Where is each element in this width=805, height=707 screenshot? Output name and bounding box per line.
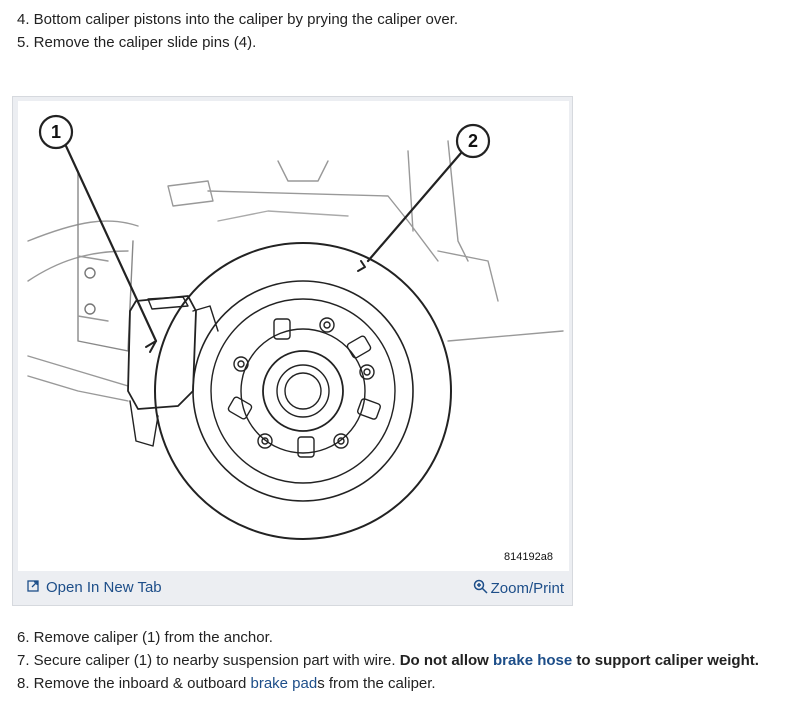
open-in-new-tab-link[interactable]: Open In New Tab (27, 579, 162, 596)
step-7-text: 7. Secure caliper (1) to nearby suspensi… (17, 651, 759, 671)
zoom-icon (473, 579, 488, 598)
brake-hose-link[interactable]: brake hose (493, 652, 573, 669)
step-5-text: 5. Remove the caliper slide pins (4). (17, 34, 257, 51)
figure-container: 1 2 814192a8 Open In New Tab Zoom/Print (12, 96, 573, 606)
figure-code-label: 814192a8 (504, 551, 553, 563)
step-8-text: 8. Remove the inboard & outboard brake p… (17, 674, 436, 694)
new-tab-icon (27, 579, 40, 596)
brake-rotor-illustration: 1 2 814192a8 (18, 101, 569, 571)
caliper-rotor-drawing: 1 2 (27, 114, 564, 540)
callout-2-label: 2 (468, 131, 478, 151)
step-8-part-b: s from the caliper. (317, 675, 436, 692)
step-7-warning-b: to support caliper weight. (572, 652, 759, 669)
zoom-print-link[interactable]: Zoom/Print (473, 579, 564, 598)
step-4-text: 4. Bottom caliper pistons into the calip… (17, 11, 459, 28)
step-7-plain: 7. Secure caliper (1) to nearby suspensi… (17, 652, 400, 669)
figure-toolbar: Open In New Tab Zoom/Print (13, 573, 572, 603)
step-6-text: 6. Remove caliper (1) from the anchor. (17, 629, 273, 646)
zoom-print-label: Zoom/Print (490, 580, 564, 597)
open-in-new-tab-label: Open In New Tab (46, 579, 162, 596)
callout-1-label: 1 (51, 122, 61, 142)
step-8-part-a: 8. Remove the inboard & outboard (17, 675, 251, 692)
step-7-warning-a: Do not allow (399, 652, 494, 669)
brake-pad-link[interactable]: brake pad (250, 675, 318, 692)
